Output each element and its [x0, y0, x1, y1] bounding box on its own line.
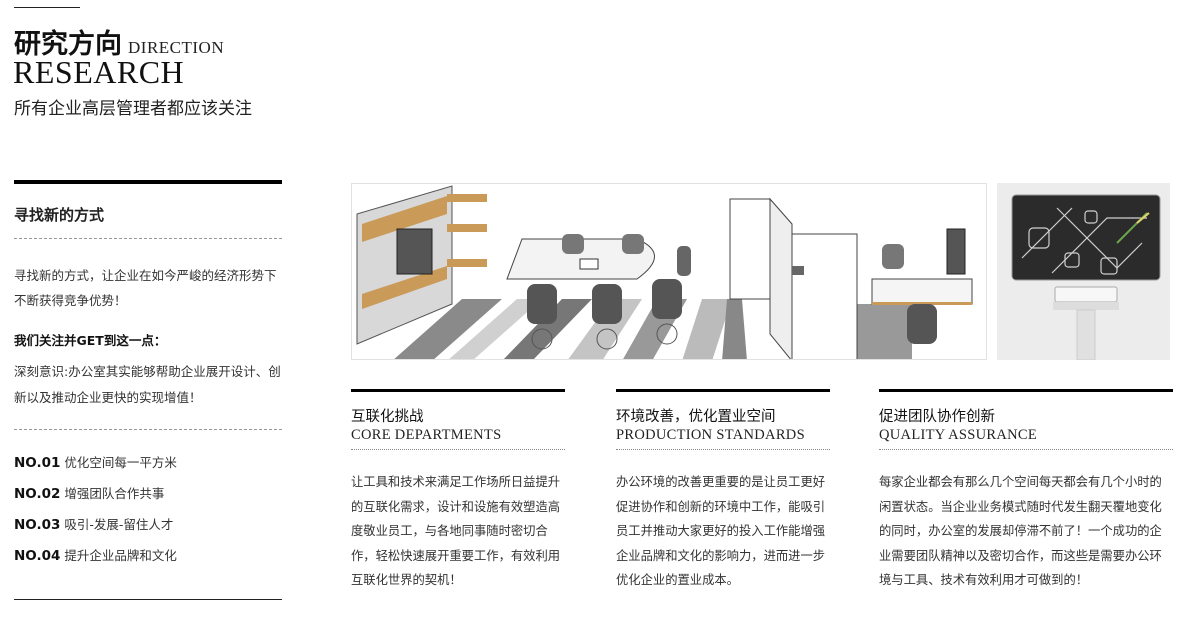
- left-panel: 寻找新的方式 寻找新的方式，让企业在如今严峻的经济形势下不断获得竞争优势！ 我们…: [14, 180, 282, 576]
- page-title: 研究方向 DIRECTION: [14, 22, 224, 61]
- display-stand-image: [997, 183, 1170, 360]
- column-title-en: CORE DEPARTMENTS: [351, 427, 502, 443]
- column-body: 让工具和技术来满足工作场所日益提升的互联化需求，设计和设施有效塑造高度敬业员工，…: [351, 475, 561, 587]
- left-thick-rule: [14, 180, 282, 184]
- column-thick-rule: [616, 389, 830, 392]
- column-title-en: PRODUCTION STANDARDS: [616, 427, 805, 443]
- left-paragraph: 寻找新的方式，让企业在如今严峻的经济形势下不断获得竞争优势！: [14, 268, 277, 308]
- divider: [879, 449, 1173, 450]
- column-thick-rule: [879, 389, 1173, 392]
- column-title-cn: 环境改善，优化置业空间: [616, 409, 776, 425]
- left-bold-line: 我们关注并GET到这一点：: [14, 333, 167, 348]
- title-en-big: RESEARCH: [13, 54, 185, 90]
- feature-column-3: 促进团队协作创新 QUALITY ASSURANCE 每家企业都会有那么几个空间…: [879, 389, 1173, 593]
- column-thick-rule: [351, 389, 565, 392]
- divider: [351, 449, 565, 450]
- column-body: 每家企业都会有那么几个空间每天都会有几个小时的闲置状态。当企业业务模式随时代发生…: [879, 475, 1162, 587]
- column-title-cn: 促进团队协作创新: [879, 409, 995, 425]
- top-accent-rule: [14, 7, 80, 8]
- divider: [616, 449, 830, 450]
- title-en-small: DIRECTION: [128, 38, 225, 57]
- left-bottom-rule: [14, 599, 282, 600]
- divider: [14, 429, 282, 430]
- column-title-cn: 互联化挑战: [351, 409, 424, 425]
- column-body: 办公环境的改善更重要的是让员工更好促进协作和创新的环境中工作，能吸引员工并推动大…: [616, 475, 826, 587]
- office-layout-image: [351, 183, 987, 360]
- title-cn: 研究方向: [14, 29, 122, 60]
- feature-column-2: 环境改善，优化置业空间 PRODUCTION STANDARDS 办公环境的改善…: [616, 389, 830, 593]
- feature-column-1: 互联化挑战 CORE DEPARTMENTS 让工具和技术来满足工作场所日益提升…: [351, 389, 565, 593]
- page-subtitle: 所有企业高层管理者都应该关注: [14, 99, 252, 119]
- left-paragraph-2: 深刻意识:办公室其实能够帮助企业展开设计、创新以及推动企业更快的实现增值！: [14, 364, 281, 405]
- left-heading: 寻找新的方式: [14, 206, 105, 224]
- divider: [14, 238, 282, 239]
- column-title-en: QUALITY ASSURANCE: [879, 427, 1038, 443]
